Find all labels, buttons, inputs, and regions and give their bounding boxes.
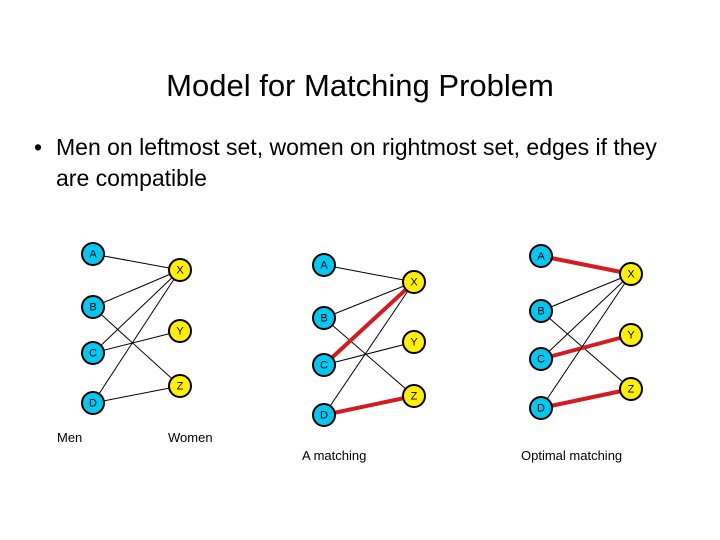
edge (92, 330, 181, 354)
node-circle (168, 258, 192, 282)
edge (323, 281, 415, 416)
node-label: Z (628, 384, 635, 396)
node-circle (402, 270, 426, 294)
bullet-list: • Men on leftmost set, women on rightmos… (34, 132, 694, 194)
edge (540, 310, 632, 390)
node-label: B (320, 313, 327, 325)
edge (540, 273, 632, 360)
node-label: A (320, 260, 328, 272)
edge-highlighted (540, 254, 632, 276)
node-label: C (320, 360, 328, 372)
node-circle (81, 341, 105, 365)
node-circle (312, 403, 336, 427)
edge-highlighted (540, 387, 632, 410)
graph-node-man: B (81, 295, 105, 319)
edge (323, 317, 415, 397)
list-item: • Men on leftmost set, women on rightmos… (34, 132, 694, 194)
edge-highlighted (540, 333, 632, 361)
node-label: B (537, 306, 544, 318)
node-circle (529, 347, 553, 371)
node-label: Y (627, 330, 635, 342)
node-circle (402, 330, 426, 354)
node-label: Y (176, 326, 184, 338)
node-label: X (176, 265, 184, 277)
node-circle (619, 262, 643, 286)
graph-node-man: B (312, 306, 336, 330)
node-label: X (410, 277, 418, 289)
graph-node-man: D (312, 403, 336, 427)
node-circle (312, 253, 336, 277)
edge (92, 269, 181, 308)
node-label: D (320, 410, 328, 422)
node-label: Y (410, 337, 418, 349)
node-circle (81, 391, 105, 415)
node-circle (168, 374, 192, 398)
bullet-text: Men on leftmost set, women on rightmost … (56, 134, 657, 191)
edge (92, 253, 181, 271)
node-circle (168, 319, 192, 343)
edge (540, 273, 632, 312)
node-circle (312, 306, 336, 330)
node-label: C (89, 348, 97, 360)
node-circle (529, 396, 553, 420)
graph-node-woman: Y (402, 330, 426, 354)
edge (92, 269, 181, 354)
edge-highlighted (322, 280, 416, 367)
graph-node-man: A (81, 242, 105, 266)
node-label: C (537, 354, 545, 366)
node-label: Z (411, 391, 418, 403)
graph-node-man: D (529, 396, 553, 420)
node-circle (81, 295, 105, 319)
caption-a-matching: A matching (302, 448, 367, 463)
graph-node-man: C (312, 353, 336, 377)
node-circle (619, 377, 643, 401)
caption-women: Women (168, 430, 213, 445)
edges-layer (92, 253, 632, 417)
graph-node-man: C (529, 347, 553, 371)
edge (323, 341, 415, 366)
edge-highlighted (323, 394, 415, 417)
graph-node-woman: Z (168, 374, 192, 398)
edge (92, 269, 181, 404)
edge (540, 273, 632, 409)
node-circle (529, 244, 553, 268)
node-label: A (89, 249, 97, 261)
edge (323, 264, 415, 283)
node-label: X (627, 269, 635, 281)
node-label: D (89, 398, 97, 410)
edge (92, 385, 181, 404)
graph-node-woman: X (619, 262, 643, 286)
node-label: B (89, 302, 96, 314)
page-title: Model for Matching Problem (166, 67, 554, 103)
caption-optimal-matching: Optimal matching (521, 448, 623, 463)
graph-node-woman: Z (402, 384, 426, 408)
node-circle (402, 384, 426, 408)
bullet-marker-icon: • (34, 134, 43, 160)
node-label: D (537, 403, 545, 415)
edge (92, 306, 181, 387)
node-label: A (537, 251, 545, 263)
graph-node-man: C (81, 341, 105, 365)
edge (323, 281, 415, 319)
graph-node-man: A (312, 253, 336, 277)
graph-node-man: B (529, 299, 553, 323)
node-label: Z (177, 381, 184, 393)
graph-node-woman: X (402, 270, 426, 294)
graph-node-man: D (81, 391, 105, 415)
node-circle (312, 353, 336, 377)
nodes-layer: A B C D X Y Z A B C D X Y Z A B C D X Y Z (81, 242, 643, 427)
caption-men: Men (57, 430, 83, 445)
graph-node-woman: Z (619, 377, 643, 401)
node-circle (529, 299, 553, 323)
graph-node-woman: Y (619, 323, 643, 347)
graph-node-woman: X (168, 258, 192, 282)
graph-node-man: A (529, 244, 553, 268)
node-circle (81, 242, 105, 266)
node-circle (619, 323, 643, 347)
graph-node-woman: Y (168, 319, 192, 343)
